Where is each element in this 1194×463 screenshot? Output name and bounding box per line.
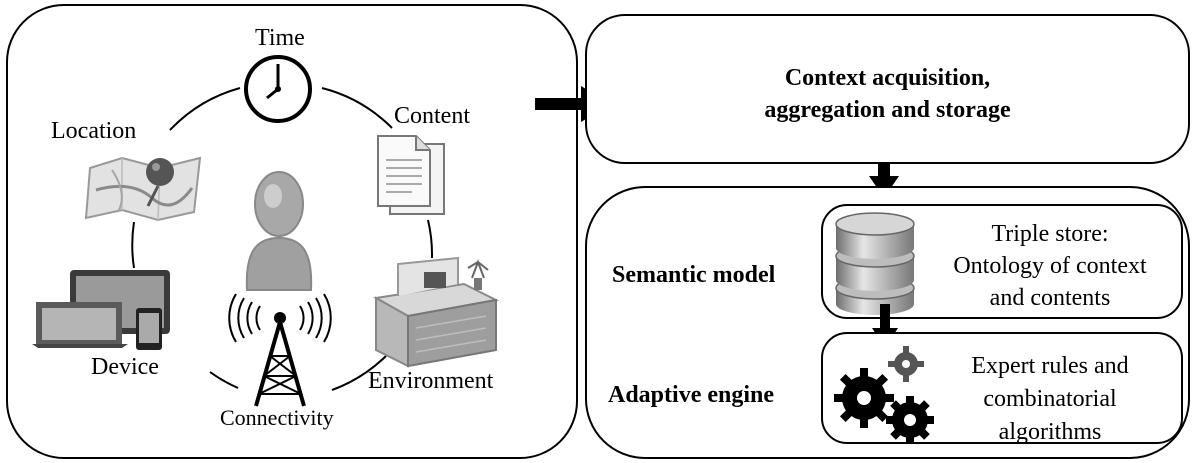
clock-icon <box>244 55 312 123</box>
acquisition-line1: Context acquisition, <box>784 65 991 91</box>
antenna-icon <box>228 293 332 407</box>
environment-label: Environment <box>368 368 494 394</box>
expert-rules-line2: combinatorial <box>983 386 1117 412</box>
expert-rules-line1: Expert rules and <box>971 353 1129 379</box>
location-label: Location <box>51 118 137 144</box>
triple-store-line3: and contents <box>989 285 1111 311</box>
document-icon <box>377 135 445 215</box>
device-label: Device <box>91 354 159 380</box>
time-label: Time <box>255 25 305 51</box>
acquisition-box <box>585 14 1190 164</box>
triple-store-line1: Triple store: <box>991 221 1109 247</box>
semantic-model-label: Semantic model <box>612 262 776 288</box>
connectivity-label: Connectivity <box>220 405 334 430</box>
triple-store-line2: Ontology of context <box>953 253 1147 279</box>
devices-icon <box>32 270 170 350</box>
office-desk-icon <box>373 256 500 368</box>
user-icon <box>245 171 313 291</box>
content-label: Content <box>394 103 470 129</box>
expert-rules-line3: algorithms <box>998 419 1102 445</box>
down-arrow-top <box>869 148 899 198</box>
map-pin-icon <box>84 156 202 222</box>
acquisition-line2: aggregation and storage <box>764 97 1011 123</box>
gears-icon <box>834 346 934 444</box>
database-icon <box>835 212 915 315</box>
adaptive-engine-label: Adaptive engine <box>608 382 775 408</box>
